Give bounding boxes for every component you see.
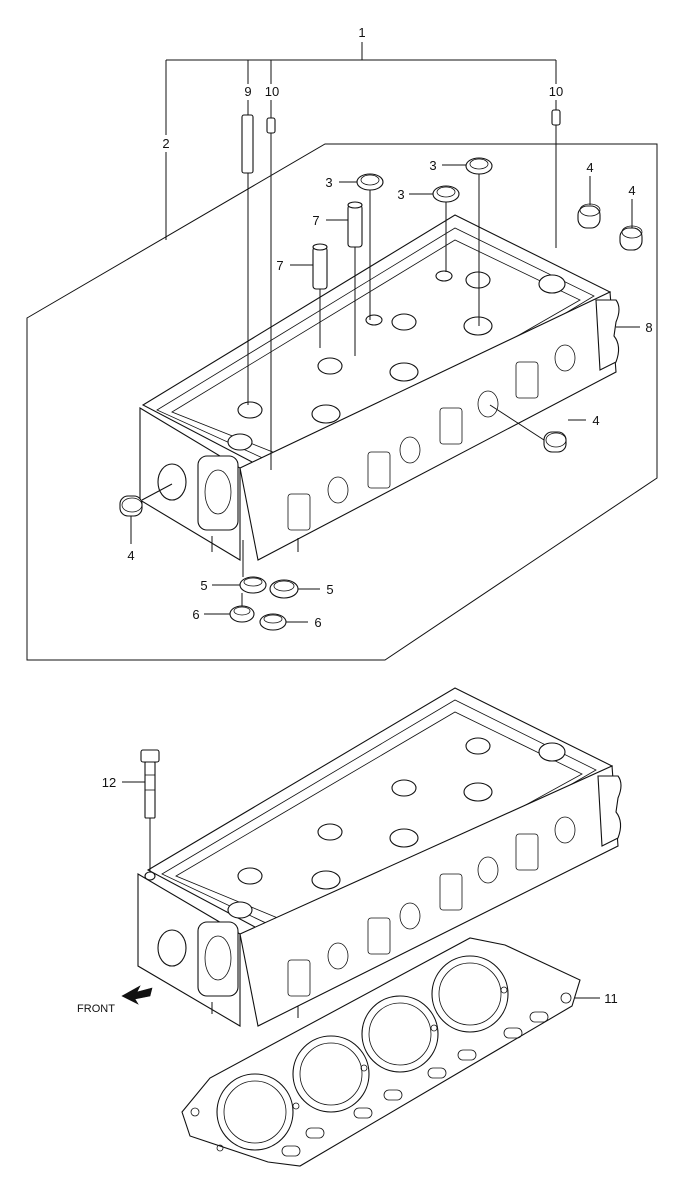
callout-10-left: 10 (265, 84, 279, 99)
valve-seat-3-c (465, 157, 493, 326)
seal-6-a (229, 593, 255, 623)
valve-guide-7-b (312, 243, 328, 348)
callout-4-b: 4 (628, 183, 635, 198)
callout-12: 12 (102, 775, 116, 790)
callout-5-b: 5 (326, 582, 333, 597)
callout-6-b: 6 (314, 615, 321, 630)
dowel-10-left (266, 117, 276, 470)
callout-3-a: 3 (325, 175, 332, 190)
callout-2: 2 (162, 136, 169, 151)
plug-4-a (577, 203, 601, 229)
callout-1: 1 (358, 25, 365, 40)
callout-6-a: 6 (192, 607, 199, 622)
front-arrow-icon (121, 985, 153, 1005)
plug-4-c (489, 404, 567, 453)
seal-5-b (269, 579, 299, 599)
valve-guide-7-a (347, 201, 363, 356)
callout-11: 11 (604, 991, 618, 1006)
valve-seat-3-a (356, 173, 384, 320)
callout-7-b: 7 (276, 258, 283, 273)
callout-3-b: 3 (397, 187, 404, 202)
plug-4-b (619, 225, 643, 251)
callout-4-a: 4 (586, 160, 593, 175)
callout-leaders (122, 164, 640, 999)
callout-10-right: 10 (549, 84, 563, 99)
front-direction-label: FRONT (77, 1003, 115, 1015)
seal-5-a (239, 540, 267, 594)
dowel-10-right (551, 109, 561, 248)
assembly-leader-tree (165, 42, 557, 240)
callout-9: 9 (244, 84, 251, 99)
callout-7-a: 7 (312, 213, 319, 228)
head-bolt-12 (140, 749, 160, 872)
callout-4-c: 4 (592, 413, 599, 428)
callout-5-a: 5 (200, 578, 207, 593)
callout-8: 8 (645, 320, 652, 335)
dowel-pin-9 (241, 114, 254, 405)
seal-6-b (259, 613, 287, 631)
head-gasket-11 (181, 937, 581, 1167)
callout-3-c: 3 (429, 158, 436, 173)
callout-4-d: 4 (127, 548, 134, 563)
callout-labels: 1 2 9 10 10 3 3 3 7 7 4 4 4 4 8 5 5 6 6 … (77, 25, 653, 1015)
cylinder-head-lower (137, 687, 622, 1027)
cylinder-head-upper (139, 214, 620, 561)
subassembly-frame (26, 143, 658, 661)
